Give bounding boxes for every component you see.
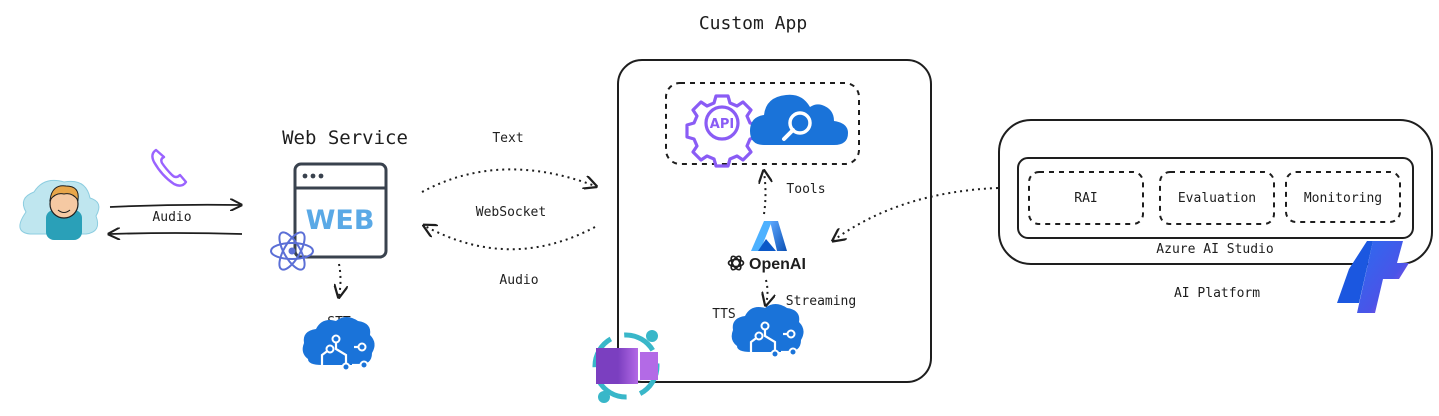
web-service-title: Web Service (282, 127, 408, 149)
azure-ai-studio-icon (1337, 241, 1409, 313)
text-arrow-to-app (421, 168, 595, 193)
web-to-stt-arrow (339, 263, 341, 296)
openai-logo-icon (727, 255, 745, 271)
custom-app-title: Custom App (699, 13, 807, 34)
evaluation-label: Evaluation (1178, 191, 1256, 206)
brain-chip-icon (302, 317, 375, 372)
audio-arrow-to-user (110, 233, 243, 234)
platform-to-app-arrow (834, 187, 999, 240)
openai-label: OpenAI (749, 256, 806, 273)
azure-ai-studio-label: Azure AI Studio (1156, 242, 1273, 257)
cloud-search-icon (750, 94, 848, 145)
tools-group (665, 82, 860, 165)
tts-label: TTS (712, 307, 735, 322)
custom-app-container (617, 59, 932, 383)
edge-label-websocket: WebSocket (476, 205, 546, 220)
react-icon (270, 231, 314, 271)
monitoring-box (1285, 171, 1401, 223)
streaming-arrow (766, 279, 768, 304)
audio-arrow-to-web (109, 205, 240, 207)
audio-arrow-to-web-service (425, 226, 596, 251)
web-icon-text: WEB (306, 205, 375, 236)
rai-label: RAI (1074, 191, 1097, 206)
web-browser-icon: WEB (293, 162, 388, 259)
api-gear-icon: API (685, 94, 759, 168)
ai-platform-container (998, 119, 1433, 265)
rai-box (1028, 171, 1144, 225)
ai-platform-label: AI Platform (1174, 286, 1260, 301)
azure-logo-icon (751, 221, 787, 251)
streaming-label: Streaming (786, 294, 856, 309)
azure-ai-studio-group (1017, 157, 1414, 239)
api-icon-text: API (710, 117, 734, 132)
container-apps-icon (592, 330, 660, 403)
phone-icon (151, 148, 188, 187)
evaluation-box (1159, 171, 1275, 225)
edge-label-audio-left: Audio (152, 210, 191, 225)
user-avatar-icon (19, 179, 100, 240)
edge-label-text: Text (492, 131, 523, 146)
brain-chip-icon (731, 304, 804, 359)
tools-label: Tools (786, 182, 825, 197)
monitoring-label: Monitoring (1304, 191, 1382, 206)
tools-arrow (764, 172, 766, 215)
edge-label-audio-right: Audio (499, 273, 538, 288)
